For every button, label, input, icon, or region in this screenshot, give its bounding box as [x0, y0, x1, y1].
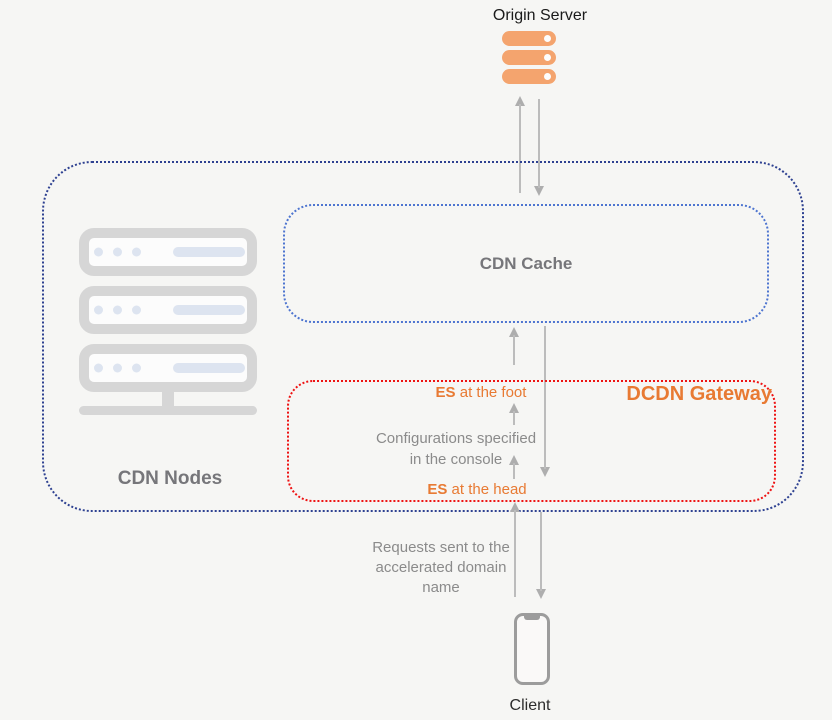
server-led-dot: [544, 54, 551, 61]
rack-dot: [113, 305, 122, 315]
arrow-up-config-to-foot: [508, 403, 520, 425]
server-bar: [502, 31, 556, 46]
es-at-the-foot-label: ES at the foot: [401, 384, 561, 401]
origin-server-icon: [502, 31, 556, 88]
rack-stand-base: [79, 406, 257, 415]
arrow-down-origin-to-cache: [533, 99, 545, 196]
arrow-up-cache-to-origin: [514, 96, 526, 193]
origin-server-label: Origin Server: [492, 7, 588, 24]
rack-stand-post: [162, 391, 174, 409]
server-bar: [502, 69, 556, 84]
es-rest: at the foot: [455, 384, 527, 401]
arrow-up-head-to-config: [508, 455, 520, 479]
es-em: ES: [435, 384, 456, 401]
cdn-cache-label: CDN Cache: [479, 253, 573, 273]
rack-dot: [94, 363, 103, 373]
config-note: Configurations specified in the console: [366, 428, 546, 470]
server-bar: [502, 50, 556, 65]
arrow-up-gateway-to-cache: [508, 327, 520, 365]
es-rest: at the head: [447, 481, 527, 498]
rack-dot: [113, 247, 122, 257]
client-label: Client: [509, 697, 551, 714]
cdn-servers-icon: [79, 228, 257, 418]
rack-bar: [173, 363, 245, 373]
rack-bar: [173, 247, 245, 257]
phone-notch: [524, 616, 540, 620]
arrow-down-cache-to-gateway: [539, 326, 551, 477]
cdn-cache-box: CDN Cache: [283, 204, 769, 323]
arrow-down-gateway-to-client: [535, 512, 547, 599]
rack-dot: [94, 247, 103, 257]
dcdn-gateway-label: DCDN Gateway: [626, 383, 772, 405]
request-note-line1: Requests sent to the: [372, 539, 510, 556]
rack-bar: [173, 305, 245, 315]
client-phone-icon: [514, 613, 550, 685]
arrow-up-client-to-gateway: [509, 502, 521, 597]
dcdn-gateway-box: [287, 380, 776, 502]
cdn-nodes-box: [42, 161, 804, 512]
rack-dot: [132, 247, 141, 257]
request-note-line3: name: [422, 579, 460, 596]
es-em: ES: [427, 481, 448, 498]
rack-server: [79, 344, 257, 392]
rack-dot: [94, 305, 103, 315]
rack-server: [79, 286, 257, 334]
config-note-line1: Configurations specified: [375, 430, 537, 447]
config-note-line2: in the console: [409, 451, 503, 468]
es-at-the-head-label: ES at the head: [397, 481, 557, 498]
rack-dot: [132, 363, 141, 373]
server-led-dot: [544, 73, 551, 80]
server-led-dot: [544, 35, 551, 42]
rack-server: [79, 228, 257, 276]
cdn-nodes-label: CDN Nodes: [117, 468, 223, 489]
rack-dot: [113, 363, 122, 373]
request-note-line2: accelerated domain: [375, 559, 507, 576]
request-note: Requests sent to the accelerated domain …: [351, 538, 531, 598]
rack-dot: [132, 305, 141, 315]
